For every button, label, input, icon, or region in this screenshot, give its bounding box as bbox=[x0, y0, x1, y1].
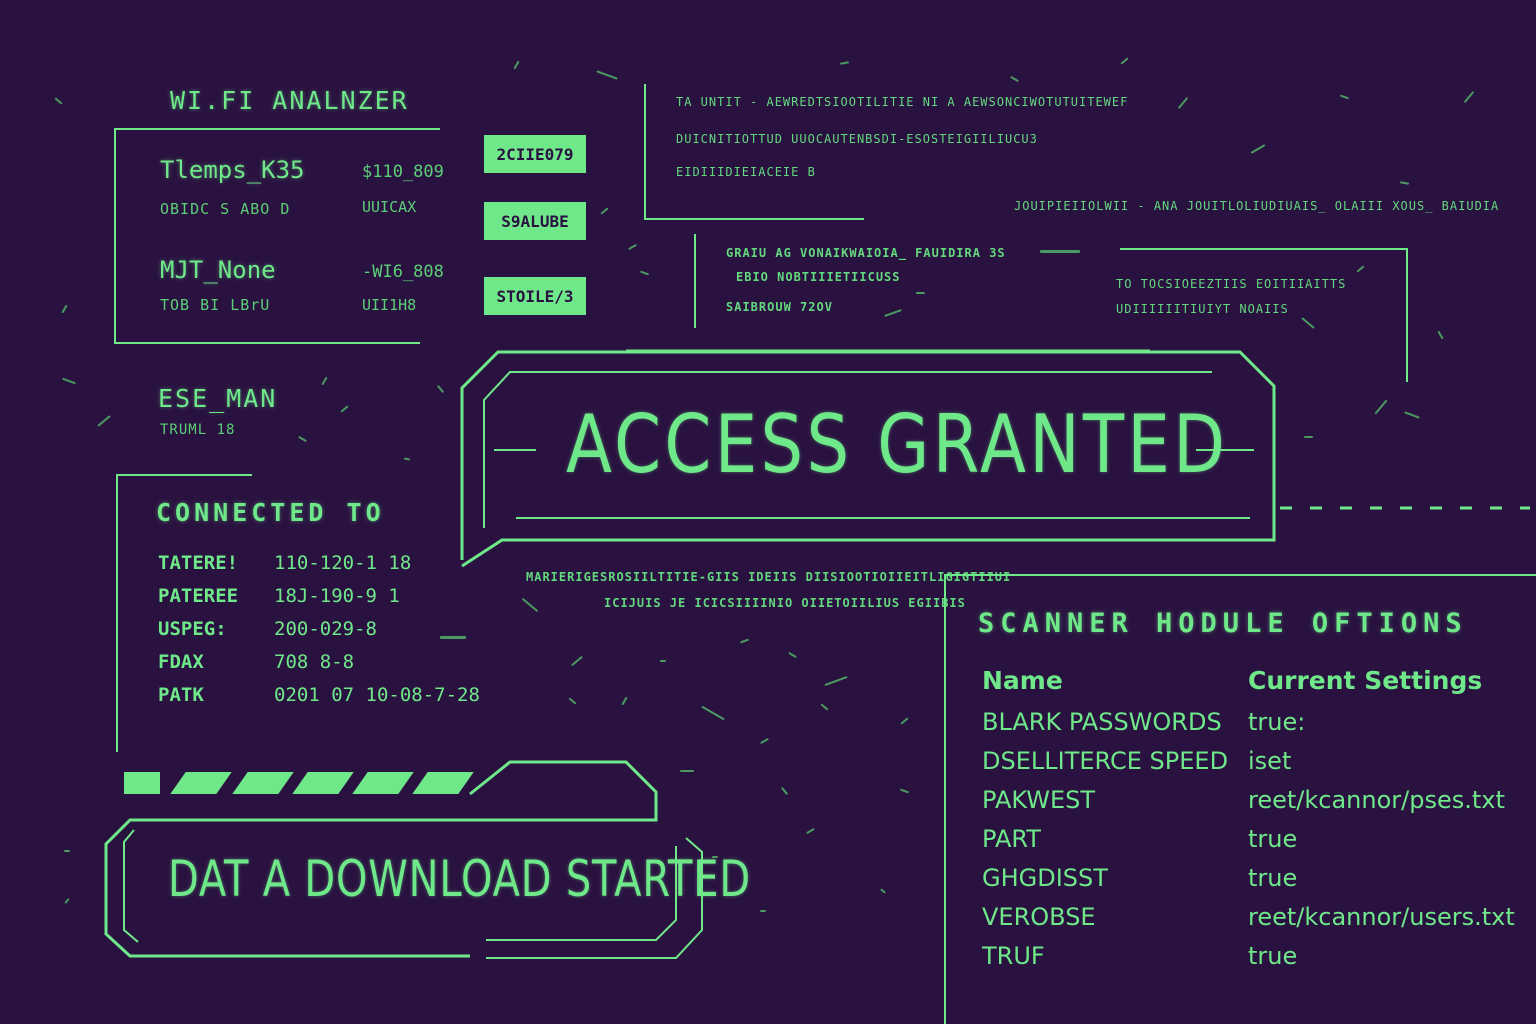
option-name: TRUF bbox=[982, 942, 1045, 970]
network-name[interactable]: MJT_None bbox=[160, 256, 276, 284]
option-name: DSELLITERCE SPEED bbox=[982, 747, 1229, 775]
connected-title: CONNECTED TO bbox=[156, 498, 385, 527]
option-value: true bbox=[1248, 942, 1298, 970]
option-value: true bbox=[1248, 825, 1298, 853]
log-line: SAIBROUW 72OV bbox=[726, 300, 833, 314]
log-line: MARIERIGESROSIILTITIE-GIIS IDEIIS DIISIO… bbox=[526, 570, 1012, 584]
option-value: reet/kcannor/pses.txt bbox=[1248, 786, 1505, 814]
scanner-options-table: BLARK PASSWORDS true: DSELLITERCE SPEED … bbox=[982, 708, 1530, 1008]
connected-border-top bbox=[116, 474, 252, 476]
connected-key: FDAX bbox=[158, 651, 204, 673]
connected-key: USPEG: bbox=[158, 618, 227, 640]
scanner-option-row[interactable]: PART true bbox=[982, 825, 1536, 863]
log-line: TO TOCSIOEEZTIIS EOITIIAITTS bbox=[1116, 277, 1347, 291]
option-name: VEROBSE bbox=[982, 903, 1096, 931]
option-name: PAKWEST bbox=[982, 786, 1096, 814]
scanner-border-top bbox=[944, 574, 1536, 576]
connected-value: 200-029-8 bbox=[274, 618, 377, 640]
network-name[interactable]: Tlemps_K35 bbox=[160, 156, 305, 184]
scanner-option-row[interactable]: PAKWEST reet/kcannor/pses.txt bbox=[982, 786, 1536, 824]
log-line: TA UNTIT - AEWREDTSIOOTILITIE NI A AEWSO… bbox=[676, 95, 1129, 109]
log-line: UDIIIIIITIUIYT NOAIIS bbox=[1116, 302, 1289, 316]
option-value: iset bbox=[1248, 747, 1292, 775]
network-value: $110_809 bbox=[362, 162, 444, 182]
scanner-col-name: Name bbox=[982, 666, 1063, 695]
log-line: GRAIU AG VONAIKWAIOIA_ FAUIDIRA 3S bbox=[726, 246, 1006, 260]
connected-border-left bbox=[116, 474, 118, 752]
ese-subtext: TRUML 18 bbox=[160, 422, 236, 438]
log-line: DUICNITIOTTUD UUOCAUTENBSDI-ESOSTEIGIILI… bbox=[676, 132, 1038, 146]
network-tag-button[interactable]: 2CIIE079 bbox=[484, 135, 586, 173]
connected-key: TATERE! bbox=[158, 552, 239, 574]
scanner-option-row[interactable]: BLARK PASSWORDS true: bbox=[982, 708, 1536, 746]
scanner-option-row[interactable]: TRUF true bbox=[982, 942, 1536, 980]
option-name: PART bbox=[982, 825, 1041, 853]
network-subtext: OBIDC S ABO D bbox=[160, 200, 291, 218]
scanner-option-row[interactable]: VEROBSE reet/kcannor/users.txt bbox=[982, 903, 1536, 941]
network-tag-button[interactable]: STOILE/3 bbox=[484, 277, 586, 315]
network-tag-button[interactable]: S9ALUBE bbox=[484, 202, 586, 240]
network-value: UII1H8 bbox=[362, 296, 417, 314]
connected-value: 0201 07 10-08-7-28 bbox=[274, 684, 480, 706]
top-log-border-left bbox=[644, 84, 646, 218]
top-log-border-bottom bbox=[644, 218, 864, 220]
option-value: reet/kcannor/users.txt bbox=[1248, 903, 1515, 931]
log-line: ICIJUIS JE ICICSIIIINIO OIIETOIILIUS EGI… bbox=[604, 596, 966, 610]
mid-log-border-left bbox=[694, 234, 696, 328]
access-granted-text: ACCESS GRANTED bbox=[566, 398, 1229, 491]
scanner-border-left bbox=[944, 574, 946, 1024]
connected-value: 708 8-8 bbox=[274, 651, 355, 673]
download-status-text: DAT A DOWNLOAD STARTED bbox=[168, 850, 751, 908]
scanner-option-row[interactable]: DSELLITERCE SPEED iset bbox=[982, 747, 1536, 785]
far-log-border-right bbox=[1406, 248, 1408, 382]
wifi-panel-border-left bbox=[114, 128, 116, 344]
ese-title: ESE_MAN bbox=[158, 384, 278, 413]
far-log-border-top bbox=[1120, 248, 1408, 250]
log-line: EIDIIIDIEIACEIE B bbox=[676, 165, 816, 179]
option-value: true: bbox=[1248, 708, 1306, 736]
option-value: true bbox=[1248, 864, 1298, 892]
wifi-panel-border-bottom bbox=[114, 342, 420, 344]
log-line: JOUIPIEIIOLWII - ANA JOUITLOLIUDIUAIS_ O… bbox=[1014, 199, 1500, 213]
wifi-panel-title: WI.FI ANALNZER bbox=[170, 86, 409, 115]
network-subtext: TOB BI LBrU bbox=[160, 296, 271, 314]
option-name: BLARK PASSWORDS bbox=[982, 708, 1222, 736]
scanner-col-setting: Current Settings bbox=[1248, 666, 1483, 695]
network-value: UUICAX bbox=[362, 198, 417, 216]
scanner-option-row[interactable]: GHGDISST true bbox=[982, 864, 1536, 902]
connected-key: PATK bbox=[158, 684, 204, 706]
connected-value: 18J-190-9 1 bbox=[274, 585, 400, 607]
scanner-title: SCANNER HODULE OFTIONS bbox=[978, 608, 1468, 639]
wifi-panel-border-top bbox=[114, 128, 440, 130]
log-line: EBIO NOBTIIIETIICUSS bbox=[736, 270, 901, 284]
network-value: -WI6_808 bbox=[362, 262, 444, 282]
option-name: GHGDISST bbox=[982, 864, 1108, 892]
connected-key: PATEREE bbox=[158, 585, 239, 607]
connected-value: 110-120-1 18 bbox=[274, 552, 412, 574]
